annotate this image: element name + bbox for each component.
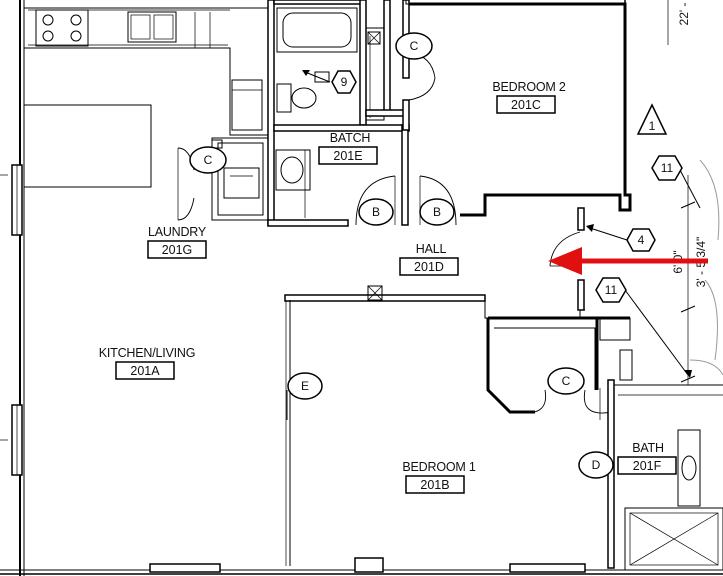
kitchen-counters: [23, 7, 270, 188]
tag-door-d: D: [578, 451, 614, 479]
tag-closet-bedroom2: C: [395, 32, 433, 60]
room-label-laundry: LAUNDRY 201G: [147, 225, 207, 259]
keynote-11-mid: 11: [595, 277, 627, 303]
keynote-11-top: 11: [651, 155, 683, 181]
tag-text: E: [301, 379, 309, 393]
keynote-text: 9: [341, 75, 348, 89]
tag-text: C: [410, 39, 419, 53]
tag-text: C: [204, 153, 213, 167]
tag-text: B: [372, 205, 380, 219]
room-label-bath: BATH 201F: [617, 441, 677, 475]
tag-closet-laundry: C: [189, 146, 227, 174]
hall-bedroom-1-walls: [284, 207, 631, 566]
room-name: BEDROOM 2: [492, 80, 565, 94]
room-number: 201E: [333, 149, 362, 163]
tag-door-b-left: B: [358, 198, 394, 226]
room-label-hall: HALL 201D: [399, 242, 459, 276]
room-label-kitchen: KITCHEN/LIVING 201A: [99, 346, 196, 380]
keynote-4: 4: [626, 228, 656, 252]
room-name: BEDROOM 1: [402, 460, 475, 474]
tag-door-e: E: [287, 372, 323, 400]
tag-text: C: [562, 374, 571, 388]
keynote-text: 4: [638, 233, 645, 247]
tag-text: B: [433, 205, 441, 219]
revision-triangle: 1: [636, 103, 668, 135]
room-number: 201C: [511, 98, 541, 112]
red-annotation-arrow: [548, 247, 708, 275]
tag-text: D: [592, 458, 601, 472]
dimension-top: 22' -: [677, 3, 691, 26]
revision-text: 1: [649, 119, 656, 133]
dimension-lines: [667, 0, 720, 385]
leader-lines: [302, 70, 701, 378]
keynote-text: 11: [605, 283, 618, 297]
room-name: BATH: [632, 441, 664, 455]
keynote-9: 9: [331, 70, 357, 94]
room-number: 201F: [633, 459, 662, 473]
keynote-text: 11: [661, 161, 674, 175]
room-label-bedroom2: BEDROOM 2 201C: [492, 80, 566, 114]
room-number: 201G: [162, 243, 193, 257]
room-name: BATCH: [330, 131, 371, 145]
room-number: 201B: [420, 478, 449, 492]
room-number: 201D: [414, 260, 444, 274]
interior-walls: [177, 0, 410, 227]
room-name: HALL: [416, 242, 447, 256]
door-swings-b: [355, 175, 457, 226]
room-name: KITCHEN/LIVING: [99, 346, 196, 360]
room-number: 201A: [130, 364, 160, 378]
room-label-batch: BATCH 201E: [318, 131, 378, 165]
tag-closet-bedroom1: C: [547, 367, 585, 395]
room-name: LAUNDRY: [148, 225, 207, 239]
room-label-bedroom1: BEDROOM 1 201B: [402, 460, 476, 494]
tag-door-b-right: B: [419, 198, 455, 226]
